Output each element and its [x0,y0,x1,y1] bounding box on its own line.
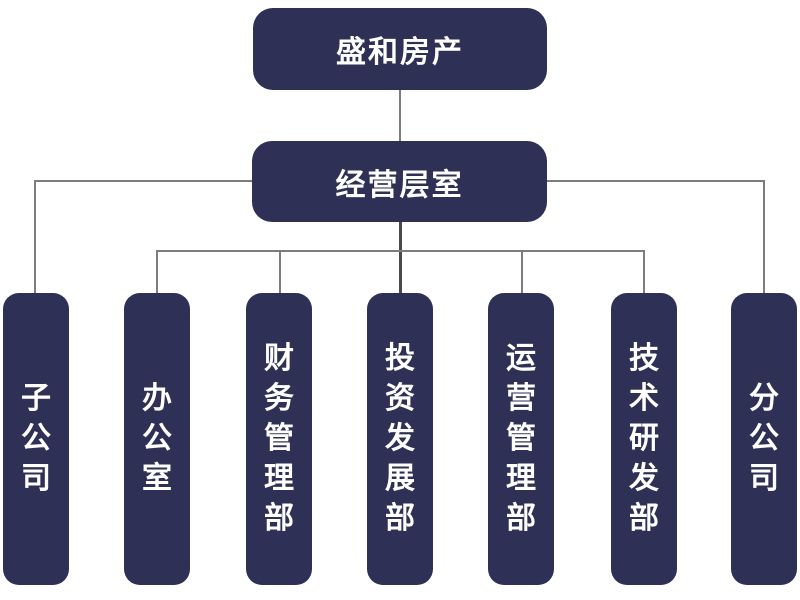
connector-center-trunk [399,222,402,293]
org-node-operations-dept-label: 运营管理部 [506,342,536,535]
org-node-subsidiary-label: 子公司 [21,382,51,495]
connector-drop-office [156,250,158,293]
connector-drop-operations [521,250,523,293]
connector-drop-subsidiary [34,180,36,293]
connector-right-arm [547,180,764,182]
org-node-investment-dept: 投资发展部 [367,293,433,585]
org-node-management: 经营层室 [252,141,547,222]
org-node-office-label: 办公室 [142,382,172,495]
org-node-operations-dept: 运营管理部 [488,293,554,585]
org-node-tech-rd-dept: 技术研发部 [611,293,677,585]
connector-left-arm [34,180,252,182]
org-node-finance-dept: 财务管理部 [246,293,312,585]
org-node-management-label: 经营层室 [335,168,464,202]
org-node-company: 盛和房产 [253,8,547,90]
org-node-office: 办公室 [124,293,190,585]
org-node-investment-dept-label: 投资发展部 [385,342,415,535]
org-node-branch-company-label: 分公司 [749,382,779,495]
connector-drop-tech [643,250,645,293]
org-node-branch-company: 分公司 [731,293,797,585]
connector-drop-branch [763,180,765,293]
connector-root-to-management [399,90,401,141]
org-node-subsidiary: 子公司 [3,293,69,585]
connector-drop-finance [279,250,281,293]
org-node-company-label: 盛和房产 [336,36,464,69]
connector-bus-line [157,250,644,252]
org-node-tech-rd-dept-label: 技术研发部 [629,342,659,535]
org-node-finance-dept-label: 财务管理部 [264,342,294,535]
